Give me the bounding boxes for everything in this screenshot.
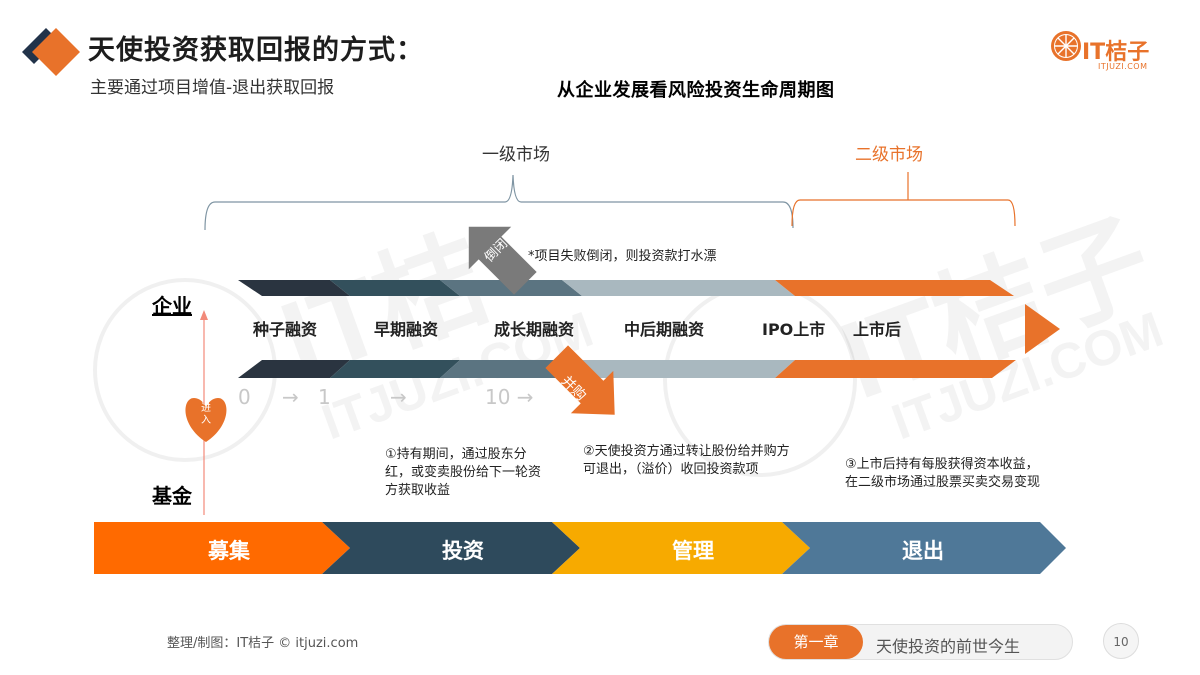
fund-label: 基金 xyxy=(152,484,192,508)
heart-icon xyxy=(185,398,227,442)
process-step-invest: 投资 xyxy=(442,539,484,563)
growth-num-0: 0 xyxy=(238,385,251,409)
failure-note: *项目失败倒闭，则投资款打水漂 xyxy=(528,249,717,264)
brand-logo-domain: ITJUZI.COM xyxy=(1098,62,1148,71)
growth-num-1: 1 xyxy=(318,385,331,409)
secondary-market-label: 二级市场 xyxy=(855,145,923,165)
stage-late: 中后期融资 xyxy=(624,320,705,339)
note-acquisition: ②天使投资方通过转让股份给并购方可退出，（溢价）收回投资款项 xyxy=(583,444,790,477)
chapter-tag[interactable]: 第一章 xyxy=(769,625,863,659)
arrow-head-icon xyxy=(1025,304,1060,354)
stage-early: 早期融资 xyxy=(374,320,439,339)
stage-ipo: IPO上市 xyxy=(762,320,826,339)
chart-title: 从企业发展看风险投资生命周期图 xyxy=(557,80,835,101)
page-subtitle: 主要通过项目增值-退出获取回报 xyxy=(90,78,335,98)
growth-arrow-1: → xyxy=(282,385,299,409)
note-ipo: ③上市后持有每股获得资本收益，在二级市场通过股票买卖交易变现 xyxy=(845,457,1041,490)
chapter-title[interactable]: 天使投资的前世今生 xyxy=(876,637,1021,656)
diamond-logo-icon xyxy=(22,28,80,76)
process-step-exit: 退出 xyxy=(902,539,944,563)
footer-credit: 整理/制图：IT桔子 © itjuzi.com xyxy=(167,636,359,651)
growth-arrow-2: → xyxy=(390,385,407,409)
enter-label: 进入 xyxy=(201,403,211,426)
stage-growth: 成长期融资 xyxy=(494,320,575,339)
process-step-raise: 募集 xyxy=(208,539,250,563)
brand-logo-text: IT桔子 xyxy=(1082,40,1150,65)
stage-seed: 种子融资 xyxy=(253,320,318,339)
company-label: 企业 xyxy=(152,294,192,318)
process-step-manage: 管理 xyxy=(672,539,714,563)
note-holding: ①持有期间，通过股东分红，或变卖股份给下一轮资方获取收益 xyxy=(385,447,542,498)
page-title: 天使投资获取回报的方式： xyxy=(88,35,424,66)
stage-post-ipo: 上市后 xyxy=(853,320,902,339)
growth-num-10: 10 → xyxy=(485,385,534,409)
orange-slice-logo-icon xyxy=(1051,31,1081,61)
page-number: 10 xyxy=(1103,623,1139,659)
primary-market-label: 一级市场 xyxy=(482,145,550,165)
